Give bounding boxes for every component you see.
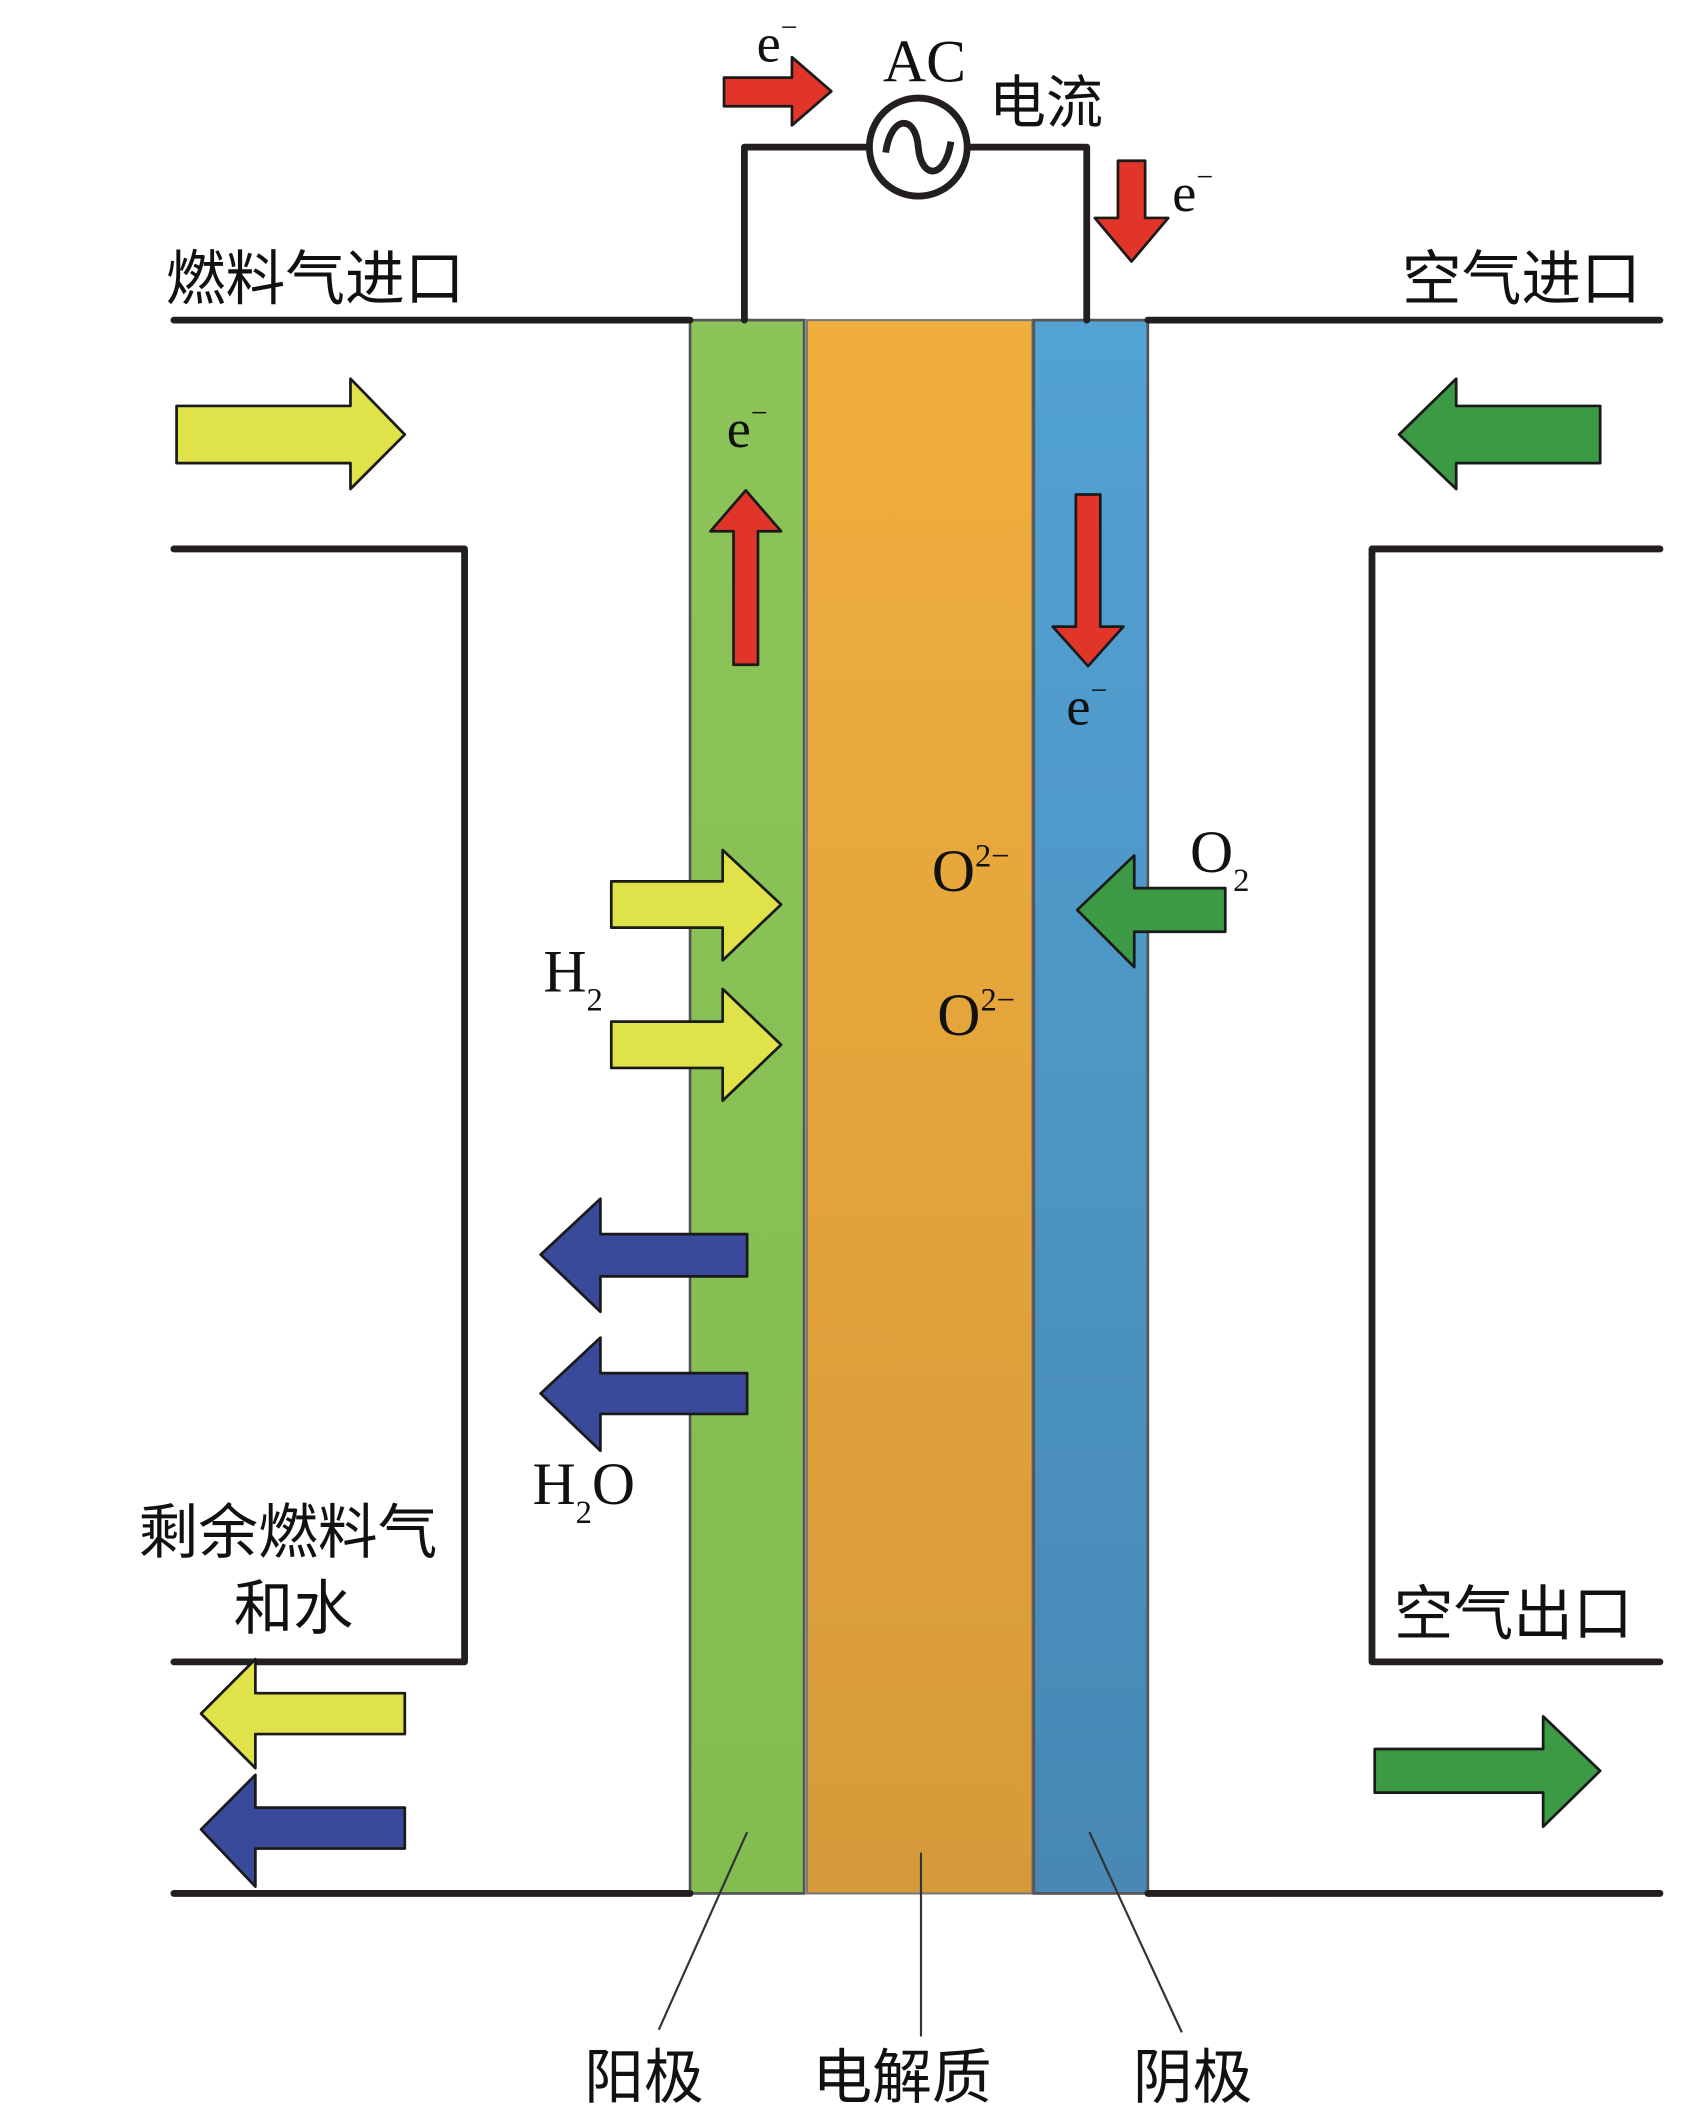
left-inner-wall — [170, 545, 468, 1666]
oxygen-arrow-icon — [1075, 854, 1227, 969]
cathode-electron-arrow-down-icon — [1051, 493, 1125, 668]
cathode-leader-line — [1088, 1831, 1183, 2033]
hydrogen-label: H2 — [543, 939, 602, 1019]
external-circuit: AC 电流 e− e− — [722, 11, 1213, 324]
anode-leader-line — [657, 1831, 749, 2031]
air-outlet-label: 空气出口 — [1394, 1580, 1633, 1650]
fuel-inlet-arrow-icon — [175, 377, 407, 491]
sine-wave-icon — [882, 119, 955, 175]
port-labels: 燃料气进口 空气进口 剩余燃料气 和水 空气出口 — [139, 245, 1641, 1650]
circuit-wire — [741, 143, 1091, 324]
cathode-label: 阴极 — [1133, 2043, 1253, 2113]
right-inner-wall — [1368, 545, 1664, 1666]
residual-fuel-label-line1: 剩余燃料气 — [139, 1498, 438, 1568]
electron-label-top-right: e− — [1172, 161, 1213, 224]
electron-arrow-right-icon — [722, 55, 833, 127]
oxygen-label: O2 — [1190, 819, 1249, 899]
residual-fuel-arrow-icon — [199, 1657, 407, 1770]
air-inlet-label: 空气进口 — [1402, 245, 1641, 315]
anode-electron-arrow-up-icon — [709, 489, 783, 667]
electrolyte-layer — [805, 319, 1034, 1895]
cathode-electron-label: e− — [1066, 674, 1107, 737]
flow-arrows — [175, 377, 1602, 1888]
air-outlet-arrow-icon — [1373, 1714, 1602, 1829]
current-label: 电流 — [989, 71, 1103, 137]
anode-label: 阳极 — [584, 2043, 704, 2113]
electrode-electrons: e− e− — [709, 396, 1125, 737]
water-label: H2O — [532, 1451, 635, 1531]
oxide-ion-label: O2− — [932, 838, 1010, 904]
residual-fuel-label-line2: 和水 — [234, 1574, 354, 1644]
hydrogen-arrow-icon — [609, 987, 783, 1103]
channel-walls — [170, 316, 1664, 1897]
ac-label: AC — [883, 29, 966, 95]
air-inlet-arrow-icon — [1397, 377, 1602, 491]
hydrogen-arrow-icon — [609, 848, 783, 962]
water-arrow-icon — [539, 1336, 749, 1453]
oxide-ion-label: O2− — [937, 982, 1015, 1048]
residual-water-arrow-icon — [199, 1773, 407, 1888]
species-labels: O2− O2− O2 H2 H2O — [532, 819, 1249, 1531]
electrolyte-label: 电解质 — [812, 2043, 991, 2113]
fuel-inlet-label: 燃料气进口 — [166, 245, 465, 315]
water-arrow-icon — [539, 1197, 749, 1314]
layer-labels: 阳极 电解质 阴极 — [584, 1831, 1253, 2113]
electron-label-top-left: e− — [757, 11, 798, 74]
electron-arrow-down-icon — [1093, 159, 1170, 263]
anode-electron-label: e− — [727, 396, 768, 459]
